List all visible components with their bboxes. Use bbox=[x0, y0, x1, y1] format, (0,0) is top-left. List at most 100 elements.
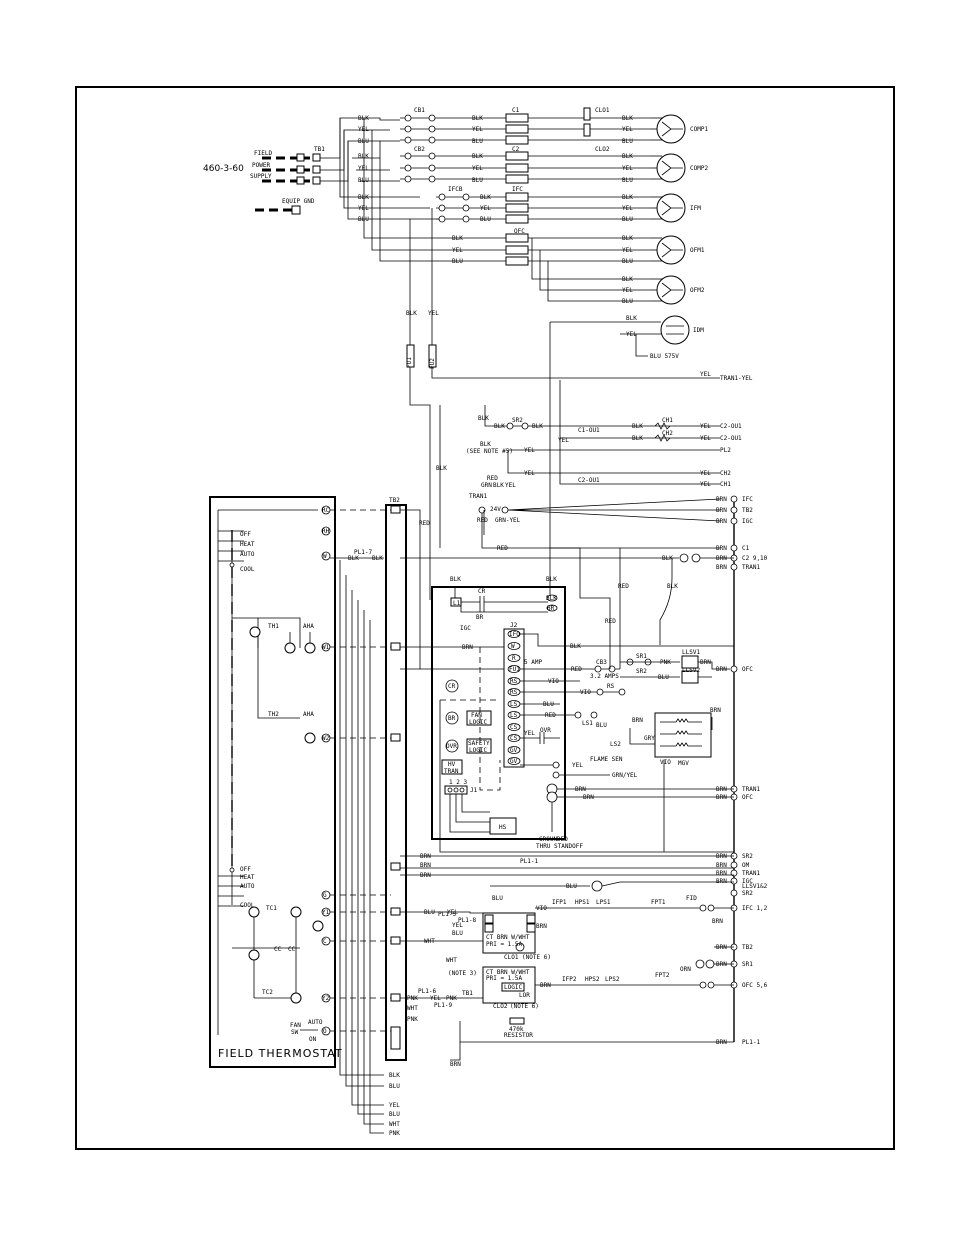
igc-br-circle: BR bbox=[448, 715, 456, 722]
comp1-motor: COMP1 bbox=[656, 114, 708, 144]
j2-pins: IFO W R FU1 RS RS LS LS CS CS GV GV bbox=[507, 630, 521, 765]
rt-tb2b: TB2 bbox=[742, 944, 753, 951]
wire-label: VIO bbox=[536, 905, 547, 912]
power-wire-labels: BLK YEL BLU BLK YEL BLU BLK YEL BLU BLK … bbox=[358, 115, 633, 305]
wire-label: BRN bbox=[716, 555, 727, 562]
power-bus bbox=[320, 117, 500, 262]
igc-board: IGC BLK BLK L1 CR BR BLK BR J2 IFO W R F… bbox=[431, 548, 734, 853]
lor-label: LOR bbox=[519, 992, 530, 999]
tb2-title: TB2 bbox=[389, 497, 400, 504]
wire-label: RED bbox=[419, 520, 430, 527]
wire-label: BLK bbox=[667, 583, 678, 590]
ls2-label: LS2 bbox=[610, 741, 621, 748]
wire-label: BRN bbox=[716, 564, 727, 571]
blu-575v-label: BLU 575V bbox=[650, 353, 679, 360]
wire-label: BRN bbox=[632, 717, 643, 724]
wire-label: YEL bbox=[524, 730, 535, 737]
ofm2-motor: OFM2 bbox=[656, 275, 705, 305]
wire-label: BLK bbox=[358, 194, 369, 201]
grounded-2: THRU STANDOFF bbox=[536, 843, 583, 850]
tstat-aha: AHA bbox=[303, 623, 314, 630]
rt-igc2: IGC bbox=[742, 878, 753, 885]
wire-label: BRN bbox=[420, 862, 431, 869]
wire-label: YEL bbox=[524, 447, 535, 454]
pri-2: PRI = 1.5A bbox=[486, 975, 523, 982]
tstat-cool: COOL bbox=[240, 566, 255, 573]
rt-ofcb: OFC bbox=[742, 794, 753, 801]
idm-label: IDM bbox=[693, 327, 704, 334]
wire-label: BLK bbox=[532, 423, 543, 430]
bottom-wire-yel: YEL bbox=[389, 1102, 400, 1109]
tstat-auto2: AUTO bbox=[240, 883, 255, 890]
fpt2-label: FPT2 bbox=[655, 972, 670, 979]
tstat-term-rc: RC bbox=[322, 507, 330, 514]
pri-1: PRI = 1.5A bbox=[486, 941, 523, 948]
wire-label: BLK bbox=[622, 153, 633, 160]
tstat-term-w2: W2 bbox=[322, 735, 330, 742]
ch2-label: CH2 bbox=[662, 430, 673, 437]
wire-label: YEL bbox=[622, 205, 633, 212]
clo2-label: CLO2 bbox=[595, 146, 610, 153]
tstat-off: OFF bbox=[240, 531, 251, 538]
tstat-term-w1: W1 bbox=[322, 644, 330, 651]
lps2-label: LPS2 bbox=[605, 976, 620, 983]
grn-small: GRN bbox=[481, 482, 492, 489]
wire-label: BLK bbox=[372, 555, 383, 562]
wire-label: PNK bbox=[660, 659, 671, 666]
blk-small: BLK bbox=[493, 482, 504, 489]
wire-label: GRY bbox=[644, 735, 655, 742]
tb1-label: TB1 bbox=[314, 146, 325, 153]
cb1-label: CB1 bbox=[414, 107, 425, 114]
five-amp-label: 5 AMP bbox=[524, 659, 542, 666]
wire-label: BLU bbox=[452, 258, 463, 265]
bottom-wire-blu: BLU bbox=[389, 1083, 400, 1090]
j2-pin: GV bbox=[510, 758, 518, 765]
wire-label: BLK bbox=[436, 465, 447, 472]
wire-label: BLK bbox=[480, 194, 491, 201]
j2-pin: FU1 bbox=[509, 666, 520, 673]
ifcb-label: IFCB bbox=[448, 186, 463, 193]
tran1-label: TRAN1 bbox=[469, 493, 487, 500]
tstat-th2: TH2 bbox=[268, 711, 279, 718]
wire-label: BRN bbox=[716, 507, 727, 514]
tstat-th1: TH1 bbox=[268, 623, 279, 630]
wire-label: BRN bbox=[536, 923, 547, 930]
clo1-label: CLO1 bbox=[595, 107, 610, 114]
wire-label: YEL bbox=[558, 437, 569, 444]
wire-label: YEL bbox=[700, 423, 711, 430]
j2-pin: RS bbox=[510, 689, 518, 696]
j1-pins: 1 2 3 bbox=[449, 779, 467, 786]
wire-label: YEL bbox=[452, 247, 463, 254]
wire-label: BLU bbox=[658, 674, 669, 681]
wire-label: YEL bbox=[524, 470, 535, 477]
sr2-label-gas: SR2 bbox=[636, 668, 647, 675]
j2-pin: LS bbox=[510, 701, 518, 708]
tstat-heat: HEAT bbox=[240, 541, 255, 548]
rt-tran1: TRAN1 bbox=[742, 564, 760, 571]
wire-label: BLU bbox=[596, 722, 607, 729]
wire-label: BLU bbox=[480, 216, 491, 223]
ifc-label: IFC bbox=[512, 186, 523, 193]
wire-label: YEL bbox=[452, 922, 463, 929]
rt-sr2b: SR2 bbox=[742, 890, 753, 897]
wire-label: YEL bbox=[700, 371, 711, 378]
c1-label: C1 bbox=[512, 107, 520, 114]
wire-label: BLK bbox=[632, 423, 643, 430]
ch1-label: CH1 bbox=[662, 417, 673, 424]
wire-label: BLK bbox=[358, 115, 369, 122]
tstat-off2: OFF bbox=[240, 866, 251, 873]
rt-tb2: TB2 bbox=[742, 507, 753, 514]
thermostat-title: FIELD THERMOSTAT bbox=[218, 1047, 343, 1060]
wire-label: BLU bbox=[622, 298, 633, 305]
24v-label: 24V bbox=[490, 506, 501, 513]
wire-label: BRN bbox=[716, 862, 727, 869]
cb3-label: CB3 bbox=[596, 659, 607, 666]
wire-label: BLK bbox=[478, 415, 489, 422]
wire-label: BRN bbox=[716, 853, 727, 860]
c1-ou1-label: C1-OU1 bbox=[578, 427, 600, 434]
pl1-8-label: PL1-8 bbox=[458, 917, 476, 924]
wire-label: BRN bbox=[710, 707, 721, 714]
ct-brn-wht-1: CT BRN W/WHT bbox=[486, 934, 530, 941]
rs-label: RS bbox=[607, 683, 615, 690]
j2-pin: R bbox=[512, 655, 516, 662]
